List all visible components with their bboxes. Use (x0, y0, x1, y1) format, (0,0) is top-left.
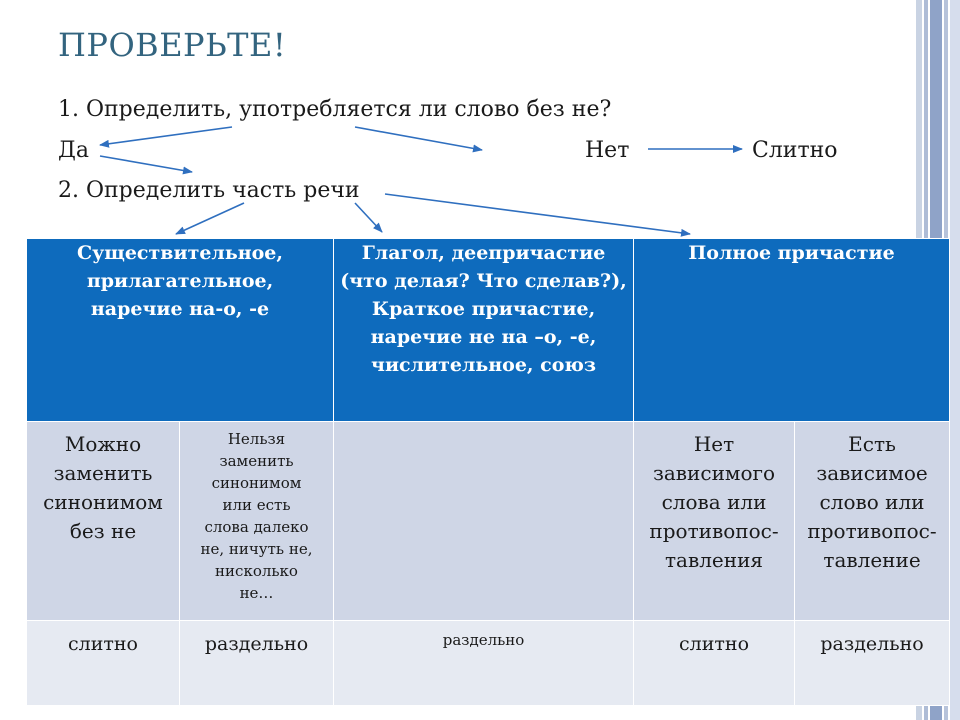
result-row: слитно раздельно раздельно слитно раздел… (26, 620, 951, 706)
result-cell: раздельно (794, 620, 951, 706)
step-1-text: 1. Определить, употребляется ли слово бе… (58, 97, 612, 122)
arrow-to-no (354, 126, 483, 153)
arrow-yes-to-step2 (99, 155, 193, 175)
page-title: ПРОВЕРЬТЕ! (58, 26, 287, 64)
arrow-to-yes (99, 126, 233, 148)
header-cell-verbs: Глагол, деепричастие (что делая? Что сде… (333, 238, 635, 422)
condition-cell: Можно заменить синонимом без не (26, 421, 180, 621)
condition-cell: Нет зависимого слова или противопос-тавл… (633, 421, 796, 621)
arrow-to-col1 (175, 202, 245, 235)
header-cell-nouns: Существительное, прилагательное, наречие… (25, 238, 335, 422)
result-cell: слитно (26, 620, 180, 706)
result-cell: раздельно (178, 620, 335, 706)
no-label: Нет (585, 138, 630, 163)
step-2-text: 2. Определить часть речи (58, 178, 360, 203)
arrow-to-col2 (354, 202, 383, 233)
result-cell: слитно (633, 620, 796, 706)
merged-label: Слитно (752, 138, 838, 163)
yes-label: Да (58, 138, 90, 163)
condition-cell: Есть зависимое слово или противопос-тавл… (794, 421, 951, 621)
result-cell: раздельно (333, 620, 635, 706)
arrow-to-col3 (384, 193, 691, 237)
rules-table: Существительное, прилагательное, наречие… (25, 238, 951, 706)
header-cell-participle: Полное причастие (633, 238, 951, 422)
condition-row: Можно заменить синонимом без не Нельзя з… (26, 421, 951, 621)
header-row: Существительное, прилагательное, наречие… (25, 238, 951, 422)
condition-cell (333, 421, 635, 621)
condition-cell: Нельзя заменить синонимом или есть слова… (178, 421, 335, 621)
